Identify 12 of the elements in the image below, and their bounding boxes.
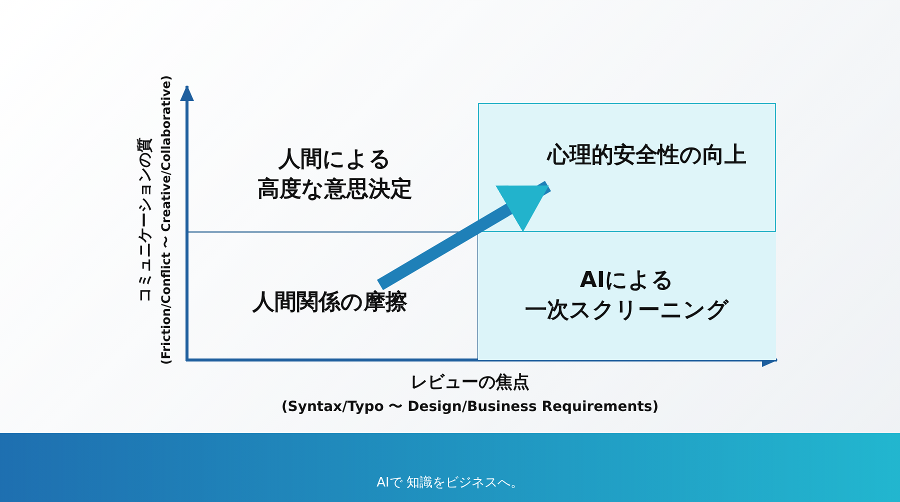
x-axis-title: (Syntax/Typo 〜 Design/Business Requirements): [281, 398, 659, 416]
quadrant-box: [478, 232, 776, 360]
quadrant-box: [478, 103, 776, 232]
y-axis-title: (Friction/Conflict 〜 Creative/Collaborative): [158, 75, 174, 365]
quadrant-label: AIによる一次スクリーニング: [524, 267, 730, 325]
footer-text: AIで 知識をビジネスへ。: [376, 474, 524, 492]
quadrant-label: 人間関係の摩擦: [235, 285, 425, 321]
x-axis-title: レビューの焦点: [410, 372, 530, 394]
quadrant-label: 人間による高度な意思決定: [220, 140, 450, 210]
arrow: [376, 180, 552, 290]
y-axis-title: コミュニケーションの質: [136, 138, 154, 302]
quadrant-label: 心理的安全性の向上: [546, 142, 748, 170]
